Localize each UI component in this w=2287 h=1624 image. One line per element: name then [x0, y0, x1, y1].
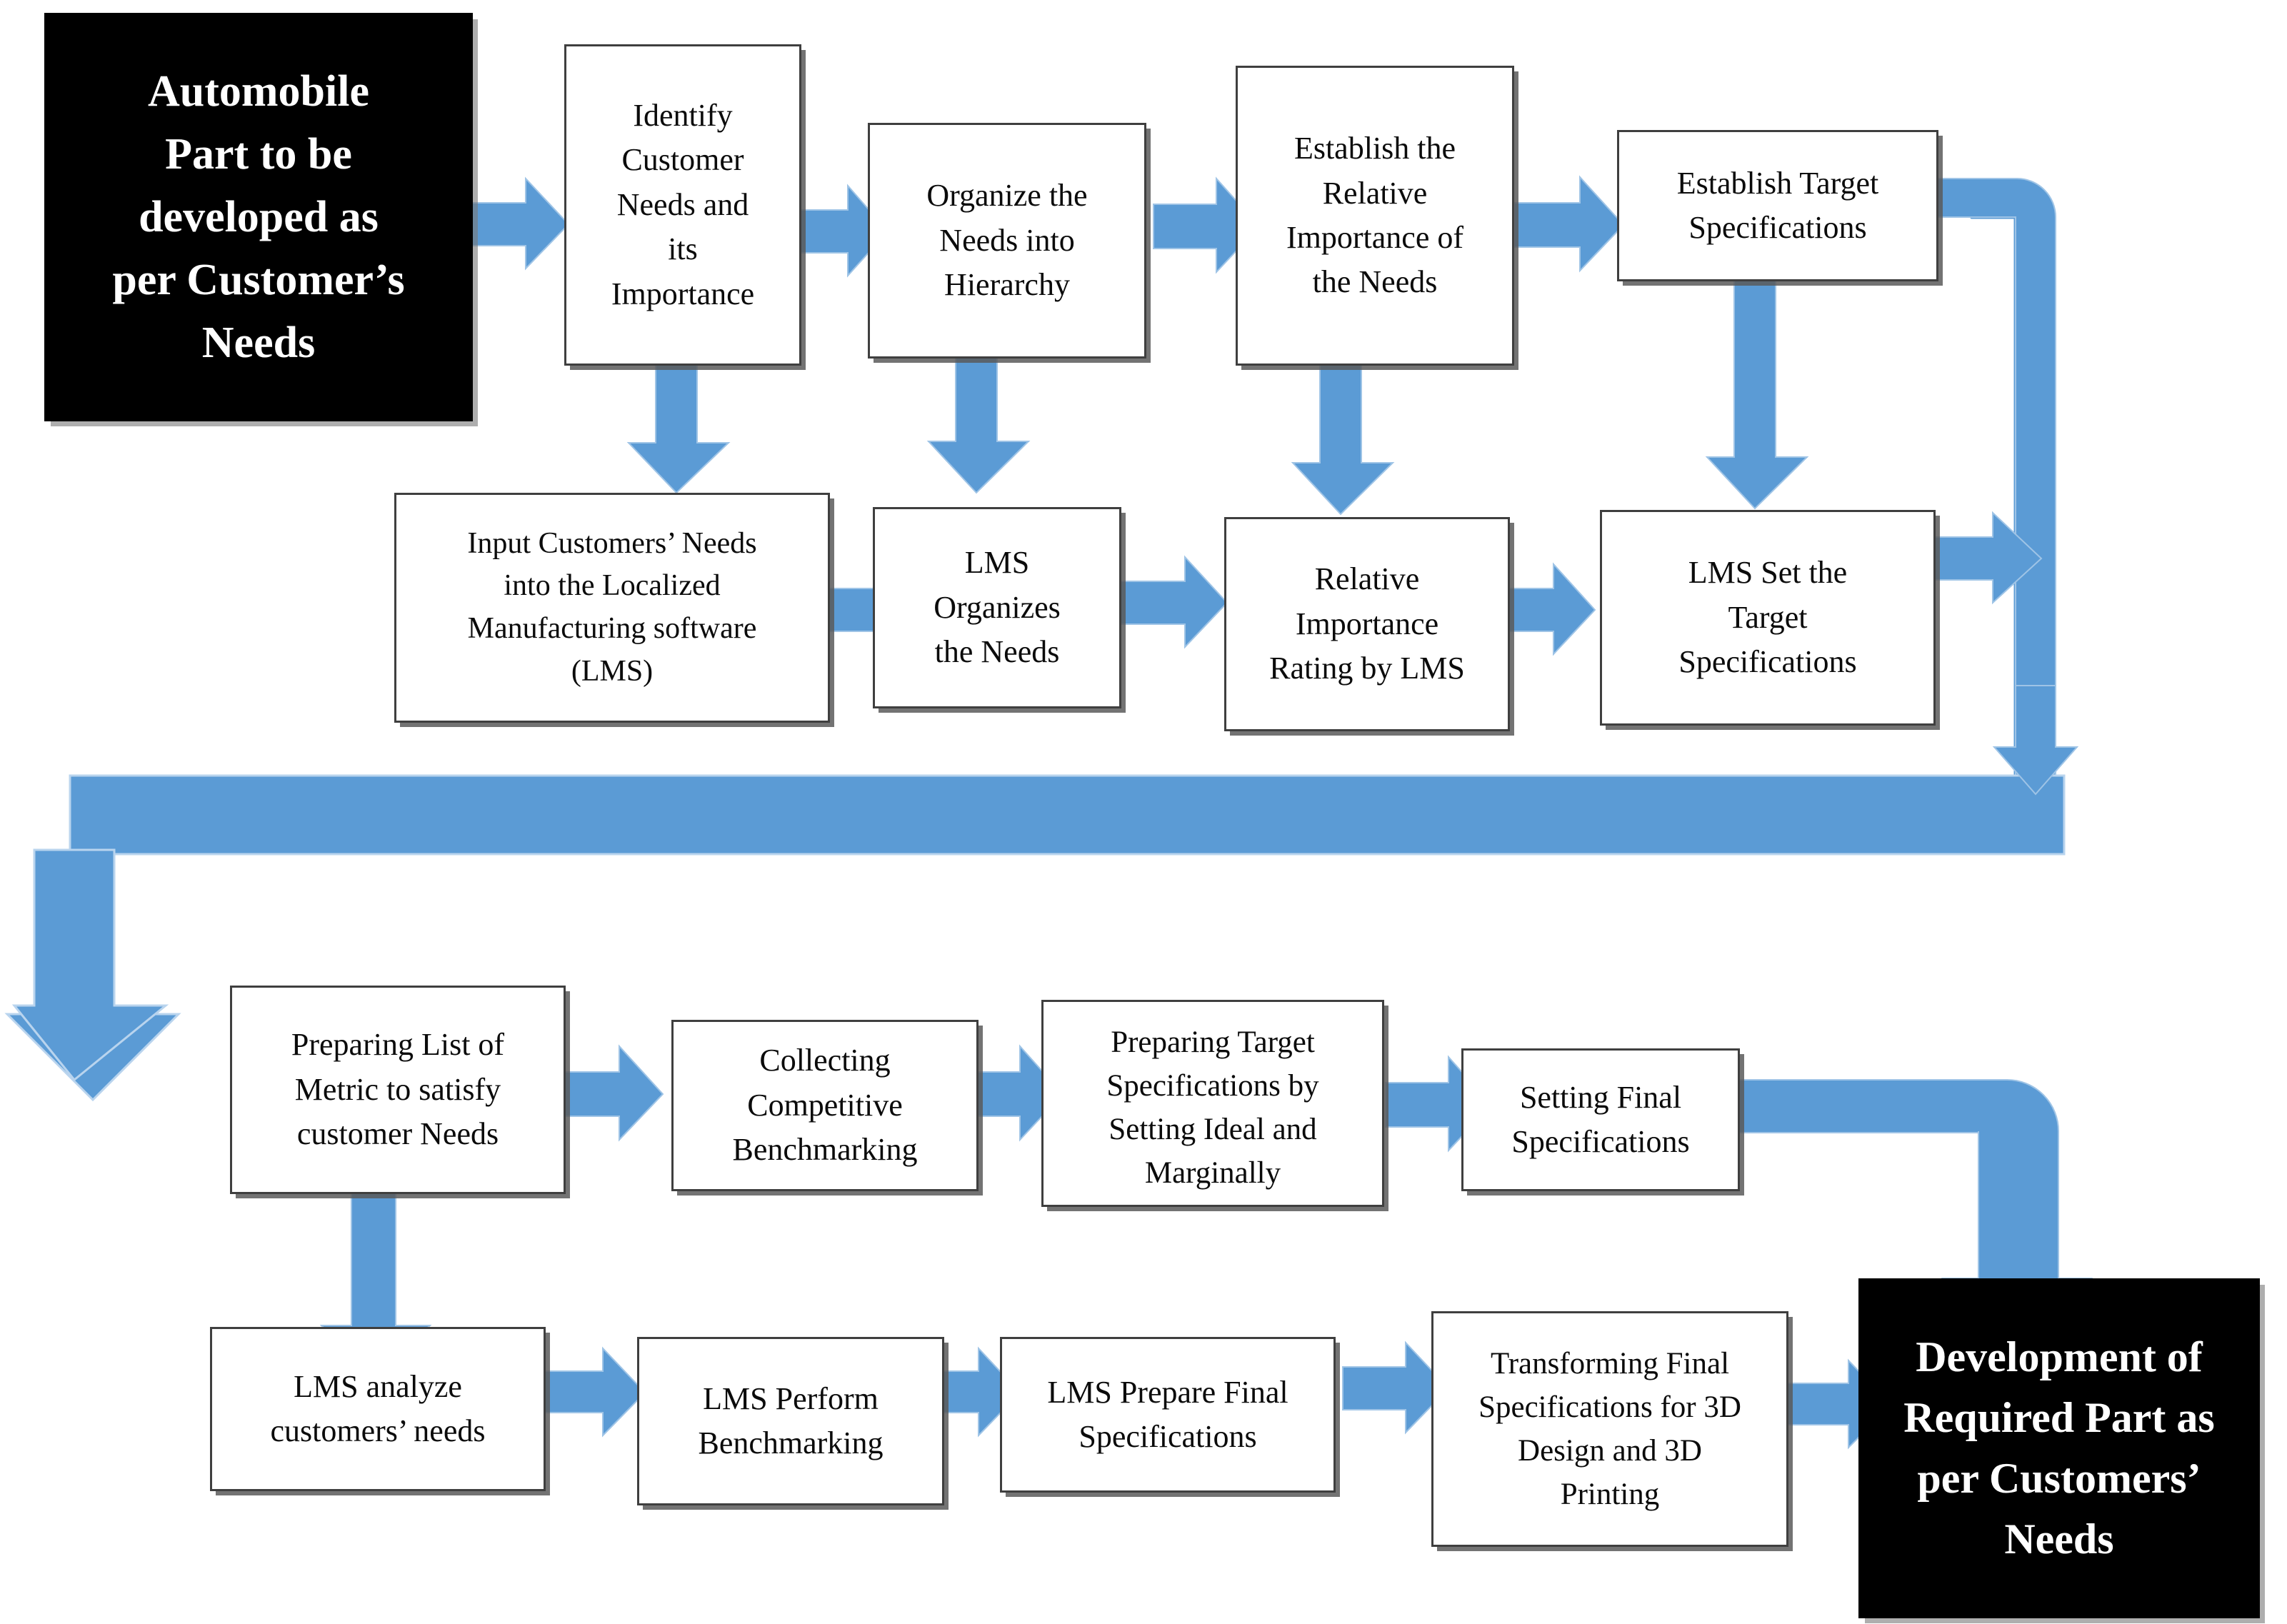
node-lms-organizes-the-needs[interactable]: LMS Organizes the Needs	[873, 507, 1121, 708]
node-r1c1-label: Identify Customer Needs and its Importan…	[611, 97, 755, 311]
node-lms-prepare-final-specifications[interactable]: LMS Prepare Final Specifications	[1000, 1337, 1336, 1493]
node-r1c2-label: Organize the Needs into Hierarchy	[926, 178, 1088, 303]
connector-r1c3-to-r1c4	[1513, 175, 1625, 274]
node-start-label: Automobile Part to be developed as per C…	[112, 66, 405, 368]
node-preparing-list-of-metric[interactable]: Preparing List of Metric to satisfy cust…	[230, 986, 566, 1194]
connector-r1c2-to-r2c2	[926, 349, 1057, 500]
node-setting-final-specifications[interactable]: Setting Final Specifications	[1461, 1048, 1740, 1191]
node-r2c3-label: Relative Importance Rating by LMS	[1269, 561, 1465, 686]
node-establish-relative-importance[interactable]: Establish the Relative Importance of the…	[1236, 66, 1514, 366]
node-r3c2-label: Collecting Competitive Benchmarking	[732, 1043, 918, 1168]
node-r2c4-label: LMS Set the Target Specifications	[1678, 555, 1857, 680]
node-r4c1-label: LMS analyze customers’ needs	[270, 1368, 486, 1448]
connector-start-to-r1c1	[462, 176, 570, 271]
node-r4c3-label: LMS Prepare Final Specifications	[1047, 1374, 1288, 1454]
connector-r3c1-to-r3c2	[553, 1044, 664, 1143]
node-relative-importance-rating-by-lms[interactable]: Relative Importance Rating by LMS	[1224, 517, 1510, 731]
node-lms-analyze-customers-needs[interactable]: LMS analyze customers’ needs	[210, 1327, 546, 1491]
node-preparing-target-specifications[interactable]: Preparing Target Specifications by Setti…	[1041, 1000, 1384, 1207]
node-r4c2-label: LMS Perform Benchmarking	[698, 1380, 884, 1460]
node-end-development-required-part[interactable]: Development of Required Part as per Cust…	[1858, 1278, 2260, 1618]
connector-r1c3-to-r2c3	[1291, 356, 1421, 521]
node-r1c4-label: Establish Target Specifications	[1676, 165, 1879, 245]
node-start-automobile-part[interactable]: Automobile Part to be developed as per C…	[44, 13, 473, 421]
node-r3c4-label: Setting Final Specifications	[1511, 1079, 1690, 1159]
connector-r2c2-to-r2c3	[1117, 555, 1228, 650]
node-input-customers-needs-into-lms[interactable]: Input Customers’ Needs into the Localize…	[394, 493, 830, 723]
node-end-label: Development of Required Part as per Cust…	[1903, 1333, 2215, 1563]
connector-r1c1-to-r2c1	[626, 356, 757, 500]
node-r3c1-label: Preparing List of Metric to satisfy cust…	[291, 1027, 505, 1152]
node-r2c1-label: Input Customers’ Needs into the Localize…	[467, 526, 757, 688]
connector-right-trunk-arrowhead	[1992, 685, 2107, 800]
connector-r4c1-to-r4c2	[542, 1346, 646, 1438]
node-r3c3-label: Preparing Target Specifications by Setti…	[1106, 1026, 1319, 1191]
node-lms-perform-benchmarking[interactable]: LMS Perform Benchmarking	[637, 1337, 944, 1505]
node-r4c4-label: Transforming Final Specifications for 3D…	[1478, 1346, 1741, 1512]
node-organize-needs-into-hierarchy[interactable]: Organize the Needs into Hierarchy	[868, 123, 1146, 359]
node-transforming-final-specifications-3d[interactable]: Transforming Final Specifications for 3D…	[1431, 1311, 1788, 1547]
connector-r1c4-to-r2c4	[1705, 279, 1836, 516]
node-lms-set-the-target-specifications[interactable]: LMS Set the Target Specifications	[1600, 510, 1936, 726]
node-r2c2-label: LMS Organizes the Needs	[934, 545, 1061, 670]
node-establish-target-specifications[interactable]: Establish Target Specifications	[1617, 130, 1938, 281]
connector-wrap-tail-arrowhead	[11, 848, 200, 1086]
node-collecting-competitive-benchmarking[interactable]: Collecting Competitive Benchmarking	[671, 1020, 979, 1191]
node-r1c3-label: Establish the Relative Importance of the…	[1286, 131, 1463, 300]
connector-r4c3-to-r4c4	[1342, 1340, 1450, 1435]
node-identify-customer-needs[interactable]: Identify Customer Needs and its Importan…	[564, 44, 801, 366]
